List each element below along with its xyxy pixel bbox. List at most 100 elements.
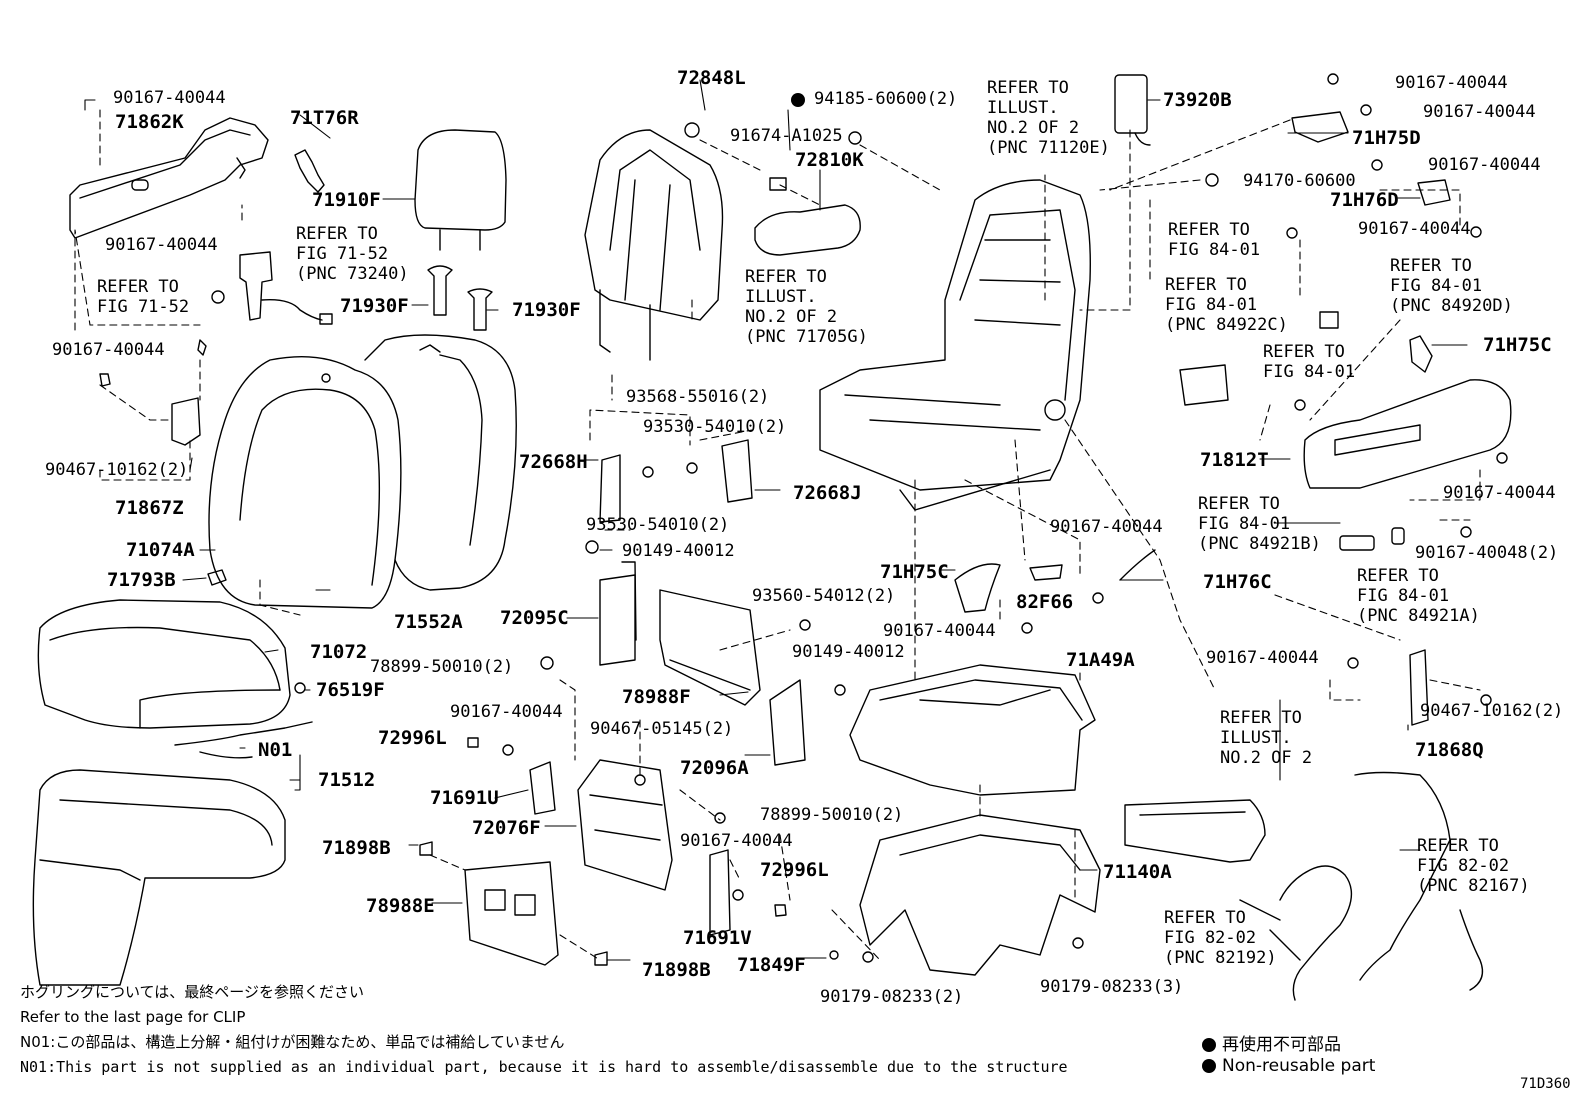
refer-to-fig-71-52-pnc-73240[interactable]: REFER TO FIG 71-52 (PNC 73240) [296, 224, 409, 284]
bracket-72668J-drawing [721, 439, 753, 503]
fastener-label[interactable]: 90467-10162(2) [45, 460, 189, 480]
leader-dashed-lines [74, 109, 1481, 961]
part-label-71910F[interactable]: 71910F [312, 189, 381, 211]
part-label-72810K[interactable]: 72810K [795, 149, 864, 171]
refer-to-fig-82-02-pnc-82192[interactable]: REFER TO FIG 82-02 (PNC 82192) [1164, 908, 1277, 968]
part-label-72996L[interactable]: 72996L [378, 727, 447, 749]
part-label-82F66[interactable]: 82F66 [1016, 591, 1074, 613]
part-label-71691U[interactable]: 71691U [430, 787, 499, 809]
leader-solid-lines [84, 79, 1468, 961]
part-label-73920B[interactable]: 73920B [1163, 89, 1232, 111]
part-label-72668J[interactable]: 72668J [793, 482, 862, 504]
fastener-label[interactable]: 90167-40044 [1358, 219, 1471, 239]
fastener-label[interactable]: 78899-50010(2) [370, 657, 514, 677]
clip-note-jp: ホグリングについては、最終ページを参照ください [20, 983, 364, 1001]
part-label-71H75C[interactable]: 71H75C [880, 561, 949, 583]
part-label-71H76C[interactable]: 71H76C [1203, 571, 1272, 593]
part-label-71930F[interactable]: 71930F [340, 295, 409, 317]
fastener-label[interactable]: 90167-40044 [1443, 483, 1556, 503]
fastener-label[interactable]: 90167-40044 [1428, 155, 1541, 175]
seatback-pad-drawing [364, 334, 517, 591]
part-label-71512[interactable]: 71512 [318, 769, 376, 791]
part-label-71A49A[interactable]: 71A49A [1066, 649, 1135, 671]
part-label-71812T[interactable]: 71812T [1200, 449, 1269, 471]
bracket-72668H-drawing [599, 454, 621, 523]
part-label-72996L[interactable]: 72996L [760, 859, 829, 881]
part-label-71898B[interactable]: 71898B [322, 837, 391, 859]
fastener-label[interactable]: 90167-40044 [680, 831, 793, 851]
part-label-71072[interactable]: 71072 [310, 641, 368, 663]
legend-text-jp: 再使用不可部品 [1222, 1035, 1341, 1055]
fastener-label[interactable]: 90467-10162(2) [1420, 701, 1564, 721]
part-label-71T76R[interactable]: 71T76R [290, 107, 359, 129]
part-label-71849F[interactable]: 71849F [737, 954, 806, 976]
seat-cushion-cover-drawing [37, 599, 291, 729]
refer-to-fig-84-01-pnc-84922C[interactable]: REFER TO FIG 84-01 (PNC 84922C) [1165, 275, 1288, 335]
part-label-71868Q[interactable]: 71868Q [1415, 739, 1484, 761]
part-label-71862K[interactable]: 71862K [115, 111, 184, 133]
refer-to-illust-pnc-71120E[interactable]: REFER TO ILLUST. NO.2 OF 2 (PNC 71120E) [987, 78, 1110, 158]
part-label-72076F[interactable]: 72076F [472, 817, 541, 839]
fastener-label[interactable]: 90167-40044 [883, 621, 996, 641]
part-label-71898B[interactable]: 71898B [642, 959, 711, 981]
part-label-72848L[interactable]: 72848L [677, 67, 746, 89]
fastener-label[interactable]: 93530-54010(2) [643, 417, 787, 437]
fastener-label[interactable]: 90167-40044 [1395, 73, 1508, 93]
bracket-71T76R-drawing [294, 149, 325, 193]
refer-to-fig-84-01[interactable]: REFER TO FIG 84-01 [1168, 220, 1261, 260]
n01-note-en: N01:This part is not supplied as an indi… [20, 1058, 1068, 1076]
fastener-label[interactable]: 90179-08233(3) [1040, 977, 1184, 997]
part-label-71H75C[interactable]: 71H75C [1483, 334, 1552, 356]
part-label-71930F[interactable]: 71930F [512, 299, 581, 321]
part-label-72668H[interactable]: 72668H [519, 451, 588, 473]
n01-note-jp: N01:この部品は、構造上分解・組付けが困難なため、単品では補給していません [20, 1033, 565, 1051]
refer-to-fig-84-01-pnc-84921A[interactable]: REFER TO FIG 84-01 (PNC 84921A) [1357, 566, 1480, 626]
refer-to-illust-no-2[interactable]: REFER TO ILLUST. NO.2 OF 2 [1220, 708, 1313, 768]
fastener-label[interactable]: 93568-55016(2) [626, 387, 770, 407]
refer-to-fig-84-01-pnc-84920D[interactable]: REFER TO FIG 84-01 (PNC 84920D) [1390, 256, 1513, 316]
part-label-71140A[interactable]: 71140A [1103, 861, 1172, 883]
fastener-label[interactable]: 90167-40044 [52, 340, 165, 360]
fastener-label[interactable]: 90167-40044 [1206, 648, 1319, 668]
part-label-72095C[interactable]: 72095C [500, 607, 569, 629]
part-label-78988E[interactable]: 78988E [366, 895, 435, 917]
seatbelt-buckle-drawing [239, 251, 333, 325]
part-label-71552A[interactable]: 71552A [394, 611, 463, 633]
fastener-label[interactable]: 94185-60600(2) [814, 89, 958, 109]
part-label-72096A[interactable]: 72096A [680, 757, 749, 779]
part-label-71074A[interactable]: 71074A [126, 539, 195, 561]
part-label-71H75D[interactable]: 71H75D [1352, 127, 1421, 149]
fastener-label[interactable]: 90167-40044 [450, 702, 563, 722]
fastener-label[interactable]: 90167-40044 [105, 235, 218, 255]
part-label-N01[interactable]: N01 [258, 739, 293, 761]
fastener-label[interactable]: 90149-40012 [622, 541, 735, 561]
bracket-71691U-drawing [529, 761, 556, 815]
refer-to-fig-71-52[interactable]: REFER TO FIG 71-52 [97, 277, 190, 317]
fastener-label[interactable]: 93560-54012(2) [752, 586, 896, 606]
fastener-label[interactable]: 93530-54010(2) [586, 515, 730, 535]
fastener-label[interactable]: 94170-60600 [1243, 171, 1356, 191]
fastener-label[interactable]: 90167-40044 [113, 88, 226, 108]
cover-78988E-drawing [464, 861, 559, 966]
part-label-71867Z[interactable]: 71867Z [115, 497, 184, 519]
headrest-drawing [414, 129, 507, 251]
part-label-78988F[interactable]: 78988F [622, 686, 691, 708]
refer-to-illust-pnc-71705G[interactable]: REFER TO ILLUST. NO.2 OF 2 (PNC 71705G) [745, 267, 868, 347]
fastener-label[interactable]: 90467-05145(2) [590, 719, 734, 739]
part-label-71H76D[interactable]: 71H76D [1330, 189, 1399, 211]
fastener-label[interactable]: 91674-A1025 [730, 126, 843, 146]
fastener-label[interactable]: 90149-40012 [792, 642, 905, 662]
fastener-label[interactable]: 90167-40048(2) [1415, 543, 1559, 563]
fastener-label[interactable]: 78899-50010(2) [760, 805, 904, 825]
refer-to-fig-82-02-pnc-82167[interactable]: REFER TO FIG 82-02 (PNC 82167) [1417, 836, 1530, 896]
refer-to-fig-84-01[interactable]: REFER TO FIG 84-01 [1263, 342, 1356, 382]
seat-tray-71A49A-drawing [849, 664, 1096, 796]
fastener-label[interactable]: 90167-40044 [1423, 102, 1536, 122]
refer-to-fig-84-01-pnc-84921B[interactable]: REFER TO FIG 84-01 (PNC 84921B) [1198, 494, 1321, 554]
part-label-71793B[interactable]: 71793B [107, 569, 176, 591]
part-label-71691V[interactable]: 71691V [683, 927, 752, 949]
part-label-76519F[interactable]: 76519F [316, 679, 385, 701]
fastener-label[interactable]: 90167-40044 [1050, 517, 1163, 537]
fastener-label[interactable]: 90179-08233(2) [820, 987, 964, 1007]
